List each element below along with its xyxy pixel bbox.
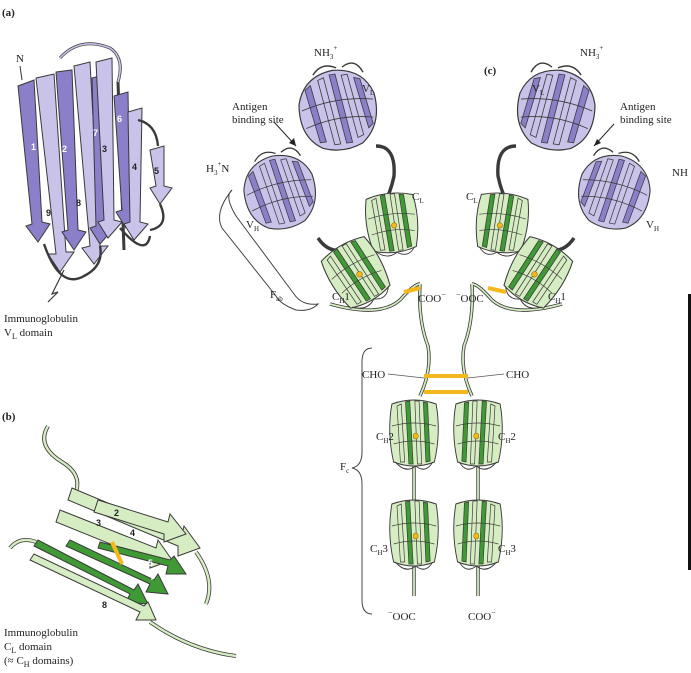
antigen-site-right-line2: binding site xyxy=(620,114,672,126)
cl-strand-7: 7 xyxy=(150,572,155,582)
fc-label: Fc xyxy=(340,461,349,475)
ch3-left-label: CH3 xyxy=(370,543,388,557)
chain-backbone xyxy=(318,146,574,596)
antigen-site-left-line2: binding site xyxy=(232,114,284,126)
panel-b-caption-line2: CL domain xyxy=(4,641,52,655)
antigen-site-right-line1: Antigen xyxy=(620,101,656,113)
fc-brace xyxy=(352,348,372,614)
antigen-site-left-line1: Antigen xyxy=(232,101,268,113)
ch2-domain-left xyxy=(390,400,439,469)
cl-left-label: CL xyxy=(412,191,424,205)
chain-backbone-inner xyxy=(330,284,562,596)
cl-domain-ribbon xyxy=(10,426,236,656)
panel-a-n-terminus-label: N xyxy=(16,53,24,65)
vl-domain-ribbon xyxy=(18,44,172,302)
vh-domain-right xyxy=(572,144,658,235)
vl-domain-left xyxy=(293,60,381,155)
nh3-right-label: NH3+ xyxy=(580,44,603,61)
panel-a-caption-line1: Immunoglobulin xyxy=(4,313,78,325)
ch2-right-label: CH2 xyxy=(498,431,516,445)
panel-a: (a) N xyxy=(2,7,172,341)
ooc-bottom-label: −OOC xyxy=(388,608,416,623)
panel-b-caption-line3: (≈ CH domains) xyxy=(4,655,74,669)
fab-label: Fab xyxy=(270,289,283,303)
strand-label-1: 1 xyxy=(31,142,36,152)
strand-label-7: 7 xyxy=(93,128,98,138)
cho-right-label: CHO xyxy=(506,369,529,381)
vl-domain-right xyxy=(512,60,600,155)
strand-label-2: 2 xyxy=(62,144,67,154)
n-terminus-line xyxy=(20,66,22,80)
cho-leader-left xyxy=(388,374,424,378)
panel-b-caption-line1: Immunoglobulin xyxy=(4,627,78,639)
cl-strand-3: 3 xyxy=(96,518,101,528)
disulfide-fab-right xyxy=(488,288,506,292)
ch3-domain-left xyxy=(390,500,439,569)
coo-left-label: COO− xyxy=(418,290,446,305)
cl-strand-4: 4 xyxy=(130,528,135,538)
strand-label-8: 8 xyxy=(76,198,81,208)
ooc-right-label: −OOC xyxy=(456,290,484,305)
panel-a-caption-line2: VL domain xyxy=(4,327,53,341)
nh-right-edge-label: NH xyxy=(672,167,688,179)
disulfide-fab-left xyxy=(404,288,420,292)
vl-left-label: VL xyxy=(362,83,374,97)
coo-bottom-label: COO− xyxy=(468,608,496,623)
ch3-domain-right xyxy=(454,500,503,569)
strand-label-4: 4 xyxy=(132,162,137,172)
strand-label-9: 9 xyxy=(46,208,51,218)
panel-b: (b) 2 4 3 5 6 7 8 Immunoglobuli xyxy=(2,411,236,669)
cho-left-label: CHO xyxy=(362,369,385,381)
nh3-left-label: NH3+ xyxy=(314,44,337,61)
panel-a-tag: (a) xyxy=(2,7,15,19)
cho-leader-right xyxy=(468,374,504,378)
cl-strand-6: 6 xyxy=(132,578,137,588)
ch2-domain-right xyxy=(454,400,503,469)
h3n-label: H3+N xyxy=(206,160,229,177)
cl-right-label: CL xyxy=(466,191,478,205)
panel-c-tag: (c) xyxy=(484,65,497,77)
panel-c: (c) xyxy=(206,44,688,623)
cl-strand-2: 2 xyxy=(114,508,119,518)
strand-label-3: 3 xyxy=(102,144,107,154)
cl-strand-8: 8 xyxy=(102,600,107,610)
strand-label-6: 6 xyxy=(117,114,122,124)
vh-right-label: VH xyxy=(646,219,659,233)
cl-strand-5: 5 xyxy=(148,558,153,568)
ch3-right-label: CH3 xyxy=(498,543,516,557)
ch2-left-label: CH2 xyxy=(376,431,394,445)
strand-label-5: 5 xyxy=(154,166,159,176)
panel-b-tag: (b) xyxy=(2,411,16,423)
